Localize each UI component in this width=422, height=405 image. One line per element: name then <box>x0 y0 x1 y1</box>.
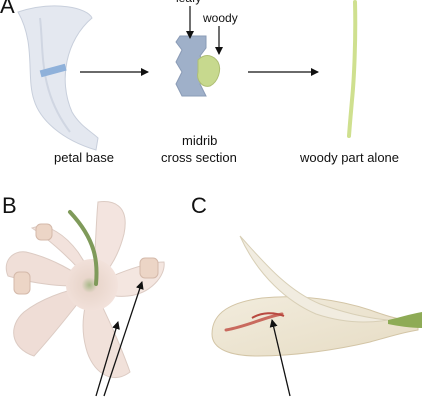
woody-part-alone-caption: woody part alone <box>300 150 400 165</box>
open-lily-flower-image <box>5 201 165 378</box>
leafy-label: leafy <box>176 0 201 4</box>
woody-part-image <box>347 0 358 138</box>
panel-a-label: A <box>0 0 15 18</box>
cross-section-caption: cross section <box>161 150 237 165</box>
petal-base-caption: petal base <box>54 150 114 165</box>
section-cut-mark <box>39 63 67 78</box>
midrib-caption: midrib <box>182 133 218 148</box>
bud-pointer-arrow <box>269 319 291 397</box>
petal-base-image <box>17 5 99 151</box>
panel-c-label: C <box>191 193 207 218</box>
woody-label: woody <box>203 11 238 25</box>
flower-pointer-arrow-2 <box>103 281 144 397</box>
midrib-cross-section-image <box>175 35 221 97</box>
flower-pointer-arrow-1 <box>95 321 120 397</box>
panel-b-label: B <box>2 193 17 218</box>
lily-bud-side-view-image <box>211 235 422 357</box>
